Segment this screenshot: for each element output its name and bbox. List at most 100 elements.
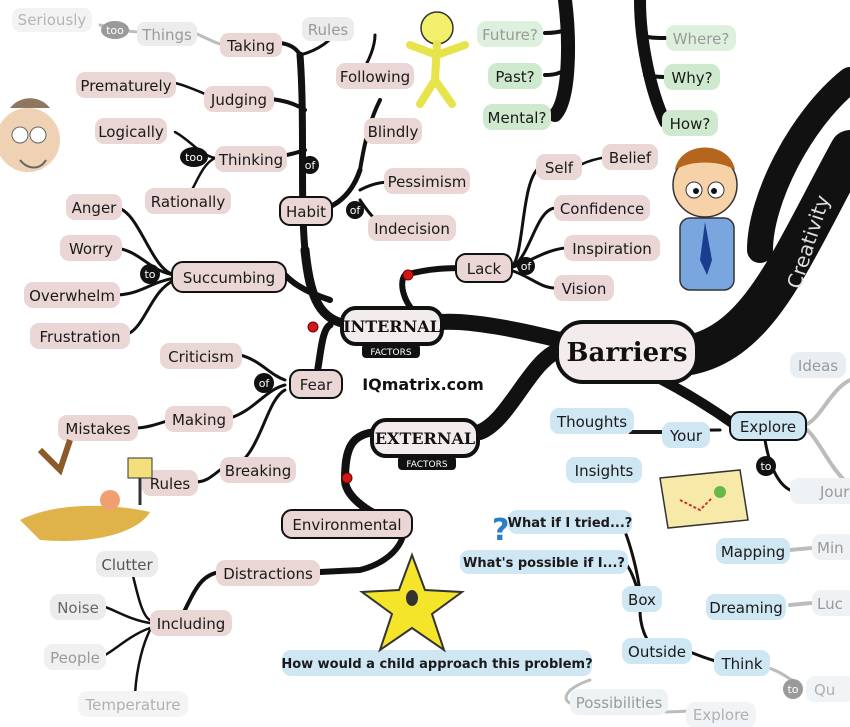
- node-insights: Insights: [575, 462, 634, 480]
- node-whats-possible: What's possible if I...?: [463, 556, 625, 571]
- lack-label: Lack: [467, 260, 502, 278]
- node-temperature: Temperature: [84, 696, 180, 714]
- habit-of-2: of: [350, 204, 362, 217]
- node-seriously: Seriously: [18, 11, 87, 29]
- node-self: Self: [545, 159, 574, 177]
- node-distractions: Distractions: [223, 565, 313, 583]
- node-clutter: Clutter: [101, 556, 153, 574]
- node-following: Following: [340, 68, 410, 86]
- top-questions: Future? Past? Mental? Where? Why? How?: [477, 21, 736, 136]
- mud-splash-icon: [20, 439, 153, 541]
- node-logically: Logically: [98, 123, 164, 141]
- boy-thinking-icon: [672, 147, 738, 291]
- lack-of: of: [521, 260, 533, 273]
- node-rules-top: Rules: [308, 21, 349, 39]
- explore-label: Explore: [740, 418, 796, 436]
- node-people: People: [50, 649, 100, 667]
- node-min: Min: [817, 539, 844, 557]
- branch-lines: [103, 0, 850, 702]
- brand-text: IQmatrix.com: [362, 375, 484, 394]
- brand: IQmatrix.com: [358, 372, 488, 396]
- star-figure-icon: [359, 552, 465, 653]
- node-things: Things: [141, 26, 192, 44]
- succumbing-group: Succumbing to Anger Worry Overwhelm Frus…: [24, 194, 287, 349]
- node-explore-b: Explore: [693, 706, 749, 724]
- box-group: ? What if I tried...? What's possible if…: [281, 510, 850, 727]
- cartoon-figure-icon: [406, 11, 469, 108]
- succumbing-label: Succumbing: [183, 269, 275, 287]
- question-mark-icon: ?: [492, 513, 509, 548]
- habit-label: Habit: [286, 203, 326, 221]
- node-taking: Taking: [226, 37, 275, 55]
- node-how: How?: [670, 115, 711, 133]
- node-indecision: Indecision: [374, 220, 450, 238]
- node-too-b: too: [185, 151, 203, 164]
- node-your: Your: [669, 427, 703, 445]
- node-think: Think: [720, 655, 762, 673]
- environmental-label: Environmental: [292, 516, 401, 534]
- node-journey: Journey: [819, 483, 850, 501]
- node-possibilities: Possibilities: [576, 694, 663, 712]
- node-future: Future?: [482, 26, 538, 44]
- node-overwhelm: Overwhelm: [29, 287, 115, 305]
- node-noise: Noise: [57, 599, 99, 617]
- explore-group: Explore Your Thoughts Insights Ideas to …: [550, 352, 850, 504]
- node-rules-fear: Rules: [150, 475, 191, 493]
- fear-group: Fear of Criticism Making Mistakes Breaki…: [58, 343, 343, 496]
- node-prematurely: Prematurely: [80, 77, 171, 95]
- node-what-if: What if I tried...?: [508, 516, 633, 531]
- node-vision: Vision: [562, 280, 607, 298]
- junction-dots: [307, 269, 414, 484]
- external-node: EXTERNAL FACTORS: [370, 418, 480, 470]
- environmental-group: Environmental Distractions Including Clu…: [44, 509, 413, 717]
- node-judging: Judging: [210, 91, 267, 109]
- internal-node: INTERNAL FACTORS: [340, 306, 444, 358]
- node-mapping: Mapping: [721, 543, 785, 561]
- node-anger: Anger: [72, 199, 118, 217]
- fear-label: Fear: [300, 376, 333, 394]
- habit-group: Habit of of Taking Things too Seriously …: [12, 8, 470, 241]
- treasure-map-icon: [659, 469, 749, 529]
- node-worry: Worry: [69, 240, 113, 258]
- node-child-question: How would a child approach this problem?: [281, 657, 592, 672]
- external-title: EXTERNAL: [375, 429, 475, 448]
- lack-group: Lack of Self Belief Confidence Inspirati…: [455, 144, 660, 301]
- node-where: Where?: [673, 30, 730, 48]
- node-past: Past?: [495, 68, 534, 86]
- central-node: Barriers: [555, 320, 699, 384]
- node-qu: Qu: [814, 681, 835, 699]
- internal-sub: FACTORS: [370, 348, 411, 358]
- box-to: to: [787, 683, 798, 696]
- internal-title: INTERNAL: [343, 317, 441, 336]
- central-title: Barriers: [567, 338, 688, 368]
- node-including: Including: [157, 615, 226, 633]
- habit-of-1: of: [305, 159, 317, 172]
- succumbing-to: to: [144, 268, 155, 281]
- node-thinking: Thinking: [218, 151, 283, 169]
- explore-to: to: [760, 460, 771, 473]
- node-inspiration: Inspiration: [572, 240, 652, 258]
- node-thoughts: Thoughts: [556, 413, 627, 431]
- node-belief: Belief: [609, 149, 652, 167]
- node-blindly: Blindly: [368, 123, 419, 141]
- node-mental: Mental?: [488, 109, 547, 127]
- node-too-a: too: [106, 24, 124, 37]
- node-rationally: Rationally: [151, 193, 226, 211]
- node-box: Box: [628, 591, 656, 609]
- node-outside: Outside: [628, 643, 686, 661]
- node-making: Making: [172, 411, 226, 429]
- node-criticism: Criticism: [168, 348, 234, 366]
- node-why: Why?: [671, 69, 712, 87]
- node-confidence: Confidence: [560, 200, 644, 218]
- node-breaking: Breaking: [225, 462, 291, 480]
- node-luc: Luc: [817, 595, 843, 613]
- right-side-group: Mapping Min Dreaming Luc: [706, 534, 850, 620]
- face-icon-left: [0, 98, 60, 172]
- node-dreaming: Dreaming: [709, 599, 783, 617]
- node-pessimism: Pessimism: [388, 173, 467, 191]
- node-ideas: Ideas: [798, 357, 838, 375]
- fear-of: of: [259, 377, 271, 390]
- node-mistakes: Mistakes: [65, 420, 130, 438]
- external-sub: FACTORS: [406, 460, 447, 470]
